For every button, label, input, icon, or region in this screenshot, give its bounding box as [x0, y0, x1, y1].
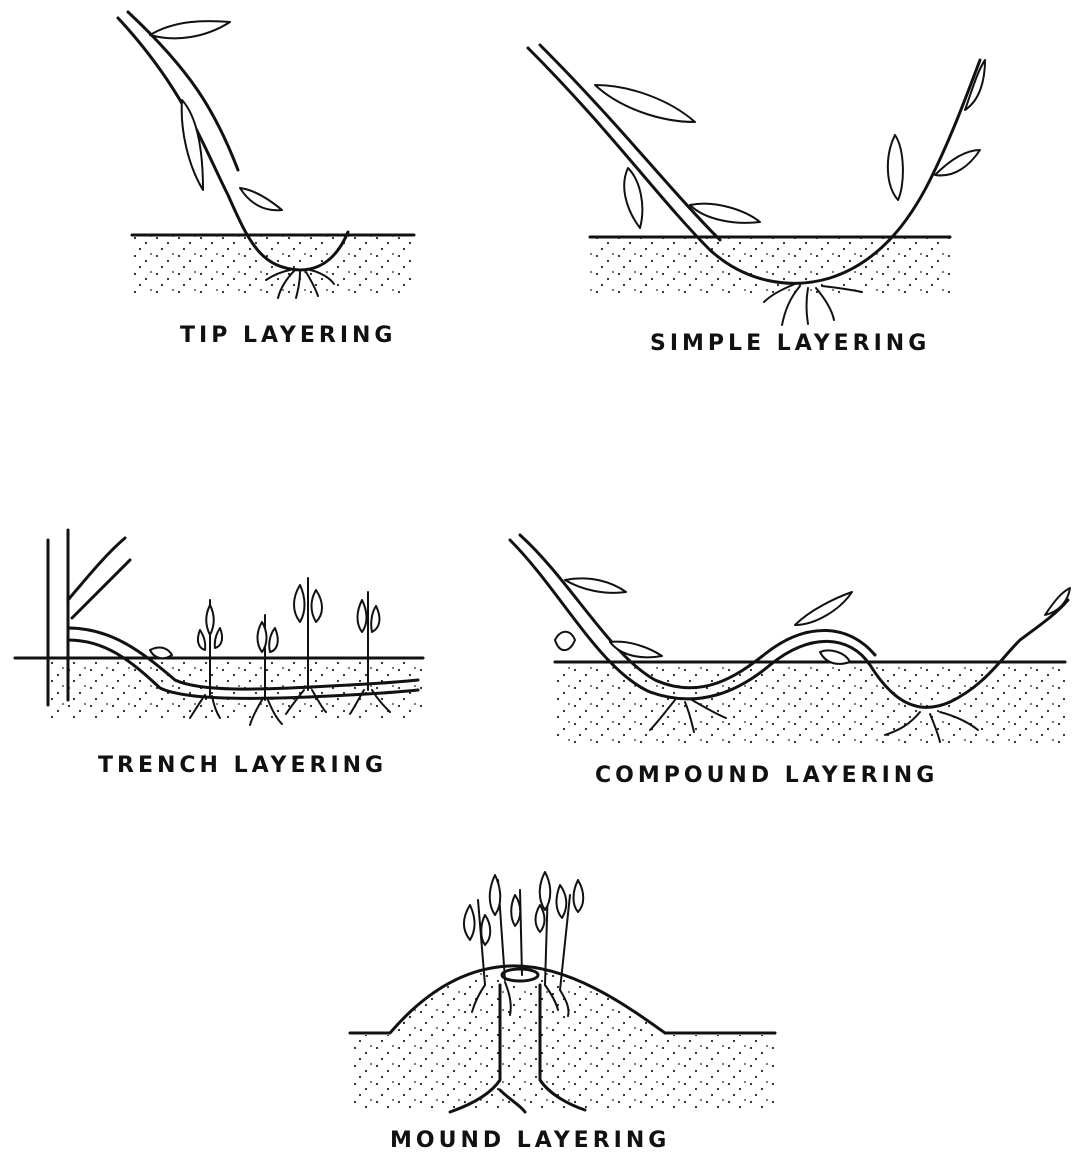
tip-layering-label: TIP LAYERING [180, 323, 396, 348]
mound-layering-label: MOUND LAYERING [390, 1128, 670, 1153]
compound-leaf [610, 642, 662, 658]
compound-layering-label: COMPOUND LAYERING [595, 763, 938, 788]
tip-layering-panel: TIP LAYERING [118, 12, 414, 348]
simple-leaf [888, 135, 903, 200]
tip-leaf [240, 188, 282, 210]
trench-layering-panel: TRENCH LAYERING [15, 530, 423, 778]
simple-leaf [595, 85, 695, 122]
compound-layering-panel: COMPOUND LAYERING [510, 535, 1070, 788]
simple-layering-label: SIMPLE LAYERING [650, 331, 930, 356]
trench-layering-label: TRENCH LAYERING [98, 753, 387, 778]
compound-leaf [565, 578, 626, 593]
compound-leaf [555, 632, 575, 650]
trench-shoot-leaves [198, 585, 380, 652]
tip-leaf [150, 21, 230, 38]
tip-soil [132, 236, 414, 296]
simple-leaf [624, 168, 642, 228]
tip-stem [118, 18, 348, 270]
simple-leaf [965, 60, 985, 110]
mound-soil [350, 968, 775, 1110]
tip-leaf [182, 100, 203, 190]
simple-soil [590, 238, 950, 296]
compound-leaf [795, 592, 852, 625]
simple-layering-panel: SIMPLE LAYERING [528, 45, 985, 356]
mound-layering-panel: MOUND LAYERING [350, 872, 775, 1153]
